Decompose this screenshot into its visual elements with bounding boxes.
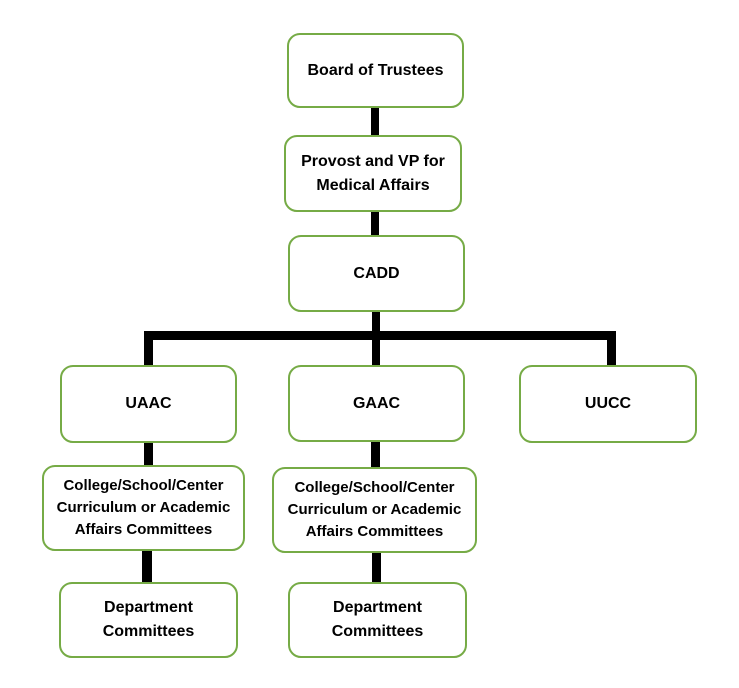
node-uaac-college-committees-label: College/School/Center Curriculum or Acad…	[56, 477, 231, 538]
connector-cadd-trunk	[372, 311, 380, 333]
node-gaac-college-committees: College/School/Center Curriculum or Acad…	[272, 467, 477, 553]
node-uaac-department-committees-label: Department Committees	[102, 599, 195, 640]
node-uaac-label: UAAC	[125, 395, 172, 412]
node-board-of-trustees: Board of Trustees	[287, 33, 464, 108]
connector-board-provost	[371, 107, 379, 137]
node-gaac-department-committees-label: Department Committees	[331, 599, 424, 640]
node-gaac: GAAC	[288, 365, 465, 442]
node-provost-vp-medical-affairs: Provost and VP for Medical Affairs	[284, 135, 462, 212]
connector-provost-cadd	[371, 211, 379, 237]
connector-horizontal-branch	[144, 331, 616, 340]
node-provost-vp-medical-affairs-label: Provost and VP for Medical Affairs	[301, 152, 445, 194]
node-uaac: UAAC	[60, 365, 237, 443]
node-uaac-department-committees: Department Committees	[59, 582, 238, 658]
node-cadd-label: CADD	[353, 264, 400, 282]
connector-uaac-college-dept	[142, 550, 152, 583]
node-board-of-trustees-label: Board of Trustees	[307, 61, 444, 79]
connector-gaac-college	[371, 441, 380, 468]
node-gaac-department-committees: Department Committees	[288, 582, 467, 658]
connector-branch-uucc	[607, 338, 616, 366]
node-gaac-college-committees-label: College/School/Center Curriculum or Acad…	[287, 479, 462, 540]
connector-uaac-college	[144, 442, 153, 466]
connector-gaac-college-dept	[372, 552, 381, 583]
connector-branch-gaac	[372, 338, 380, 366]
node-cadd: CADD	[288, 235, 465, 312]
connector-branch-uaac	[144, 338, 153, 366]
node-uucc-label: UUCC	[584, 395, 632, 412]
node-gaac-label: GAAC	[352, 394, 401, 412]
node-uucc: UUCC	[519, 365, 697, 443]
node-uaac-college-committees: College/School/Center Curriculum or Acad…	[42, 465, 245, 551]
